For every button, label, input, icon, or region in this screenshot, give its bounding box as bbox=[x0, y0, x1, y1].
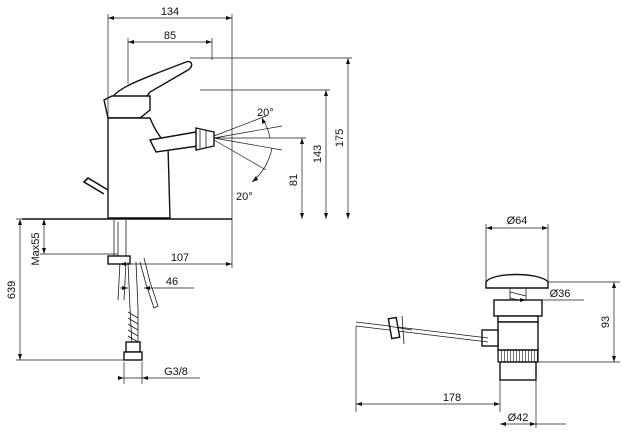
dim-134: 134 bbox=[107, 6, 233, 146]
dim-max55: Max55 bbox=[30, 219, 118, 266]
dim-175: 175 bbox=[334, 58, 350, 219]
spray-angle: 20° 20° bbox=[213, 107, 283, 203]
dim-639-label: 639 bbox=[6, 281, 18, 299]
mixer-side-view: 134 85 175 143 bbox=[6, 6, 352, 384]
dim-85: 85 bbox=[127, 30, 213, 84]
dim-81: 81 bbox=[288, 138, 304, 219]
hose-braiding bbox=[127, 311, 139, 343]
dim-85-label: 85 bbox=[164, 30, 176, 42]
dim-d64-label: Ø64 bbox=[507, 215, 528, 227]
dim-178: 178 bbox=[355, 326, 501, 412]
popup-rod bbox=[82, 176, 109, 195]
waste-cap bbox=[485, 273, 549, 289]
angle-up-label: 20° bbox=[257, 107, 274, 119]
dim-46-label: 46 bbox=[166, 276, 178, 288]
dim-175-label: 175 bbox=[334, 129, 346, 147]
waste-thread bbox=[497, 349, 539, 363]
dim-93: 93 bbox=[538, 281, 620, 363]
dim-46: 46 bbox=[120, 276, 194, 290]
nozzle-tip bbox=[195, 127, 215, 151]
dim-143: 143 bbox=[312, 90, 328, 219]
waste-flange bbox=[493, 299, 543, 317]
dim-639: 639 bbox=[6, 218, 128, 361]
dim-d42-label: Ø42 bbox=[508, 412, 529, 424]
dim-107-label: 107 bbox=[171, 252, 189, 264]
dim-134-label: 134 bbox=[161, 6, 179, 18]
popup-waste-view: Ø64 Ø36 93 178 bbox=[355, 215, 620, 428]
mixer-body bbox=[107, 117, 171, 219]
popup-link bbox=[139, 257, 159, 309]
dim-g38-label: G3/8 bbox=[164, 366, 188, 378]
waste-body bbox=[497, 321, 539, 351]
dim-g38: G3/8 bbox=[118, 362, 200, 384]
angle-down-label: 20° bbox=[236, 191, 253, 203]
handle-cap bbox=[103, 95, 151, 119]
dim-d36: Ø36 bbox=[520, 288, 584, 302]
dim-107: 107 bbox=[120, 146, 233, 268]
dim-178-label: 178 bbox=[443, 392, 461, 404]
dim-d36-label: Ø36 bbox=[550, 288, 571, 300]
dim-143-label: 143 bbox=[312, 145, 324, 163]
dim-d64: Ø64 bbox=[485, 215, 549, 282]
dim-93-label: 93 bbox=[600, 316, 612, 328]
dim-d42: Ø42 bbox=[500, 380, 566, 428]
dim-max55-label: Max55 bbox=[30, 232, 42, 265]
dim-81-label: 81 bbox=[288, 174, 300, 186]
flex-hose bbox=[127, 261, 133, 346]
waste-rod bbox=[355, 321, 489, 339]
